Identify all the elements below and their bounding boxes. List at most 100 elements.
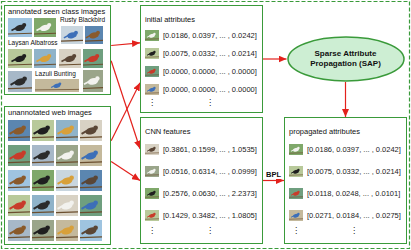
bird-photo — [32, 195, 54, 216]
bird-photo — [145, 48, 159, 59]
bird-head — [21, 200, 26, 205]
bird-photo — [56, 170, 78, 191]
bird-head — [297, 190, 299, 192]
branch — [32, 211, 54, 213]
bird-body — [149, 191, 156, 196]
photo-ground — [83, 70, 103, 92]
branch — [145, 152, 159, 153]
bird-head — [69, 125, 74, 130]
bird-photo — [80, 145, 102, 166]
bird-head — [96, 31, 100, 35]
bird-body — [61, 151, 74, 160]
photo-ground — [80, 145, 102, 166]
bird-body — [149, 51, 156, 56]
bird-body — [293, 169, 300, 174]
bird-photo — [56, 195, 78, 216]
flow-arrow — [345, 82, 346, 117]
bird-photo — [145, 188, 159, 199]
bird-body — [39, 55, 50, 64]
bird-body — [85, 151, 98, 160]
bird-body — [14, 77, 27, 86]
bird-body — [87, 55, 98, 64]
bird-photo — [56, 145, 78, 166]
bird-head — [45, 225, 50, 230]
branch — [8, 33, 32, 35]
bird-photo — [80, 120, 102, 141]
bird-head — [95, 76, 99, 80]
bird-head — [69, 200, 74, 205]
bird-photo — [34, 18, 56, 37]
photo-ground — [8, 170, 30, 191]
bird-body — [13, 201, 26, 210]
bird-photo — [145, 144, 159, 155]
bird-head — [153, 50, 155, 52]
branch — [56, 186, 78, 188]
bird-head — [21, 175, 26, 180]
branch — [32, 136, 54, 138]
attribute-vector: [0.0271, 0.0184, ... , 0.0275] — [307, 211, 401, 220]
bird-photo — [8, 170, 30, 191]
box-heading: unannotated web images — [8, 108, 92, 117]
bird-photo — [8, 145, 30, 166]
bird-body — [87, 77, 99, 86]
bird-head — [93, 125, 98, 130]
bird-head — [93, 225, 98, 230]
bird-head — [72, 54, 76, 58]
bird-photos — [5, 107, 147, 246]
bird-body — [67, 31, 78, 39]
ellipsis-row: ⋮⋮ — [145, 226, 258, 238]
bird-photo — [32, 145, 54, 166]
photo-ground — [32, 195, 54, 216]
bird-photo — [83, 49, 103, 68]
bird-head — [297, 168, 299, 170]
bird-photo — [8, 220, 30, 241]
ellipsis: ⋮ — [148, 98, 156, 108]
vector-row: [0.0000, 0.0000, ... , 0.0000] — [145, 62, 258, 80]
photo-ground — [56, 195, 78, 216]
thumbnail — [145, 210, 159, 221]
bird-head — [74, 31, 78, 35]
bird-head — [153, 190, 155, 192]
branch — [32, 161, 54, 163]
bird-body — [61, 226, 74, 235]
attribute-vector: [0.0516, 0.6314, ... , 0.0999] — [163, 167, 257, 176]
bird-head — [58, 82, 61, 85]
photo-ground — [289, 188, 303, 199]
flow-arrow — [111, 83, 140, 141]
branch — [59, 64, 81, 66]
ellipsis: ⋮ — [206, 98, 214, 108]
bird-body — [149, 87, 156, 92]
photo-ground — [145, 188, 159, 199]
branch — [61, 40, 83, 42]
class-label: Laysan Albatross — [8, 39, 58, 47]
photo-ground — [8, 18, 32, 37]
photo-ground — [145, 30, 159, 41]
bird-body — [85, 201, 98, 210]
bird-body — [149, 169, 156, 174]
photo-ground — [56, 120, 78, 141]
photo-ground — [145, 66, 159, 77]
bird-head — [153, 212, 155, 214]
bird-photo — [32, 120, 54, 141]
process-ellipse: Sparse Attribute Propagation (SAP) — [287, 36, 405, 82]
bird-photo — [289, 188, 303, 199]
bird-head — [69, 150, 74, 155]
thumbnail — [145, 144, 159, 155]
bird-photo — [56, 220, 78, 241]
bird-body — [37, 226, 50, 235]
vector-row: [0.0075, 0.0332, ... , 0.0214] — [289, 160, 402, 182]
photo-ground — [8, 49, 32, 68]
bird-head — [93, 175, 98, 180]
flow-arrow — [111, 61, 140, 149]
photo-ground — [80, 120, 102, 141]
ellipsis: ⋮ — [148, 226, 156, 236]
bird-body — [39, 24, 50, 33]
attribute-vector: [0.0075, 0.0332, ... , 0.0214] — [163, 49, 257, 58]
bird-body — [37, 151, 50, 160]
bird-photo — [35, 79, 79, 92]
photo-ground — [145, 144, 159, 155]
bird-photo — [289, 210, 303, 221]
bird-body — [85, 126, 98, 135]
flow-arrow — [263, 58, 287, 59]
image-group: annotated seen class imagesRusty Blackbi… — [4, 5, 111, 95]
